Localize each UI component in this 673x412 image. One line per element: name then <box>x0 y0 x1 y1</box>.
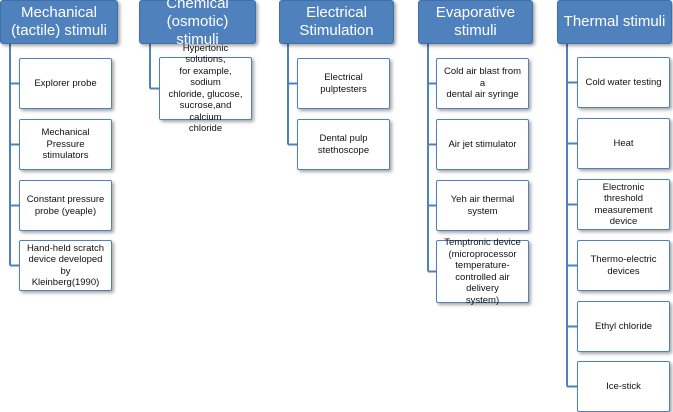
header-evaporative: Evaporative stimuli <box>418 0 533 44</box>
item-electrical-pulptesters: Electrical pulptesters <box>297 58 390 109</box>
item-explorer-probe: Explorer probe <box>19 58 112 109</box>
header-electrical: Electrical Stimulation <box>279 0 394 44</box>
header-mechanical: Mechanical (tactile) stimuli <box>0 0 118 44</box>
item-yeh-air-thermal: Yeh air thermal system <box>436 180 529 231</box>
header-thermal: Thermal stimuli <box>557 0 672 44</box>
item-scratch-device: Hand-held scratch device developed by Kl… <box>19 240 112 291</box>
header-chemical: Chemical (osmotic) stimuli <box>139 0 256 48</box>
item-thermo-electric: Thermo-electric devices <box>577 240 670 291</box>
item-constant-pressure: Constant pressure probe (yeaple) <box>19 180 112 231</box>
item-electronic-threshold: Electronic threshold measurement device <box>577 179 670 230</box>
item-mechanical-pressure: Mechanical Pressure stimulators <box>19 119 112 170</box>
item-heat: Heat <box>577 118 670 169</box>
item-temptronic-device: Temptronic device (microprocessor temper… <box>436 237 529 306</box>
item-ice-stick: Ice-stick <box>577 361 670 412</box>
item-dental-pulp-stethoscope: Dental pulp stethoscope <box>297 119 390 170</box>
item-cold-air-blast: Cold air blast from a dental air syringe <box>436 58 529 109</box>
item-cold-water-testing: Cold water testing <box>577 57 670 108</box>
item-hypertonic-solutions: Hypertonic solutions, for example, sodiu… <box>159 43 252 134</box>
item-air-jet-stimulator: Air jet stimulator <box>436 119 529 170</box>
item-ethyl-chloride: Ethyl chloride <box>577 301 670 352</box>
